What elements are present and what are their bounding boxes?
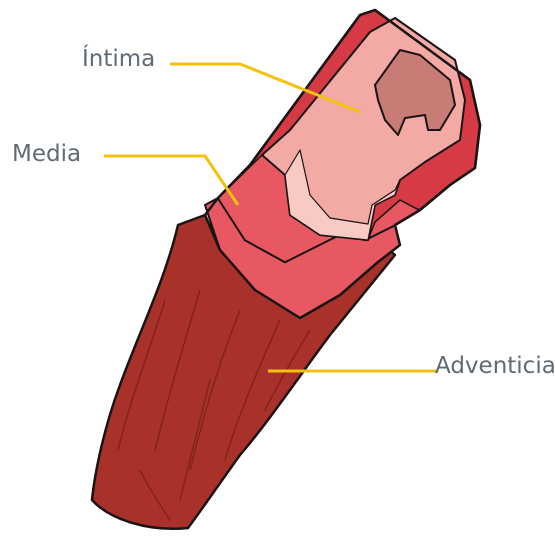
adventicia-label: Adventicia (435, 355, 555, 378)
intima-label: Íntima (82, 48, 155, 71)
media-label: Media (12, 143, 81, 166)
